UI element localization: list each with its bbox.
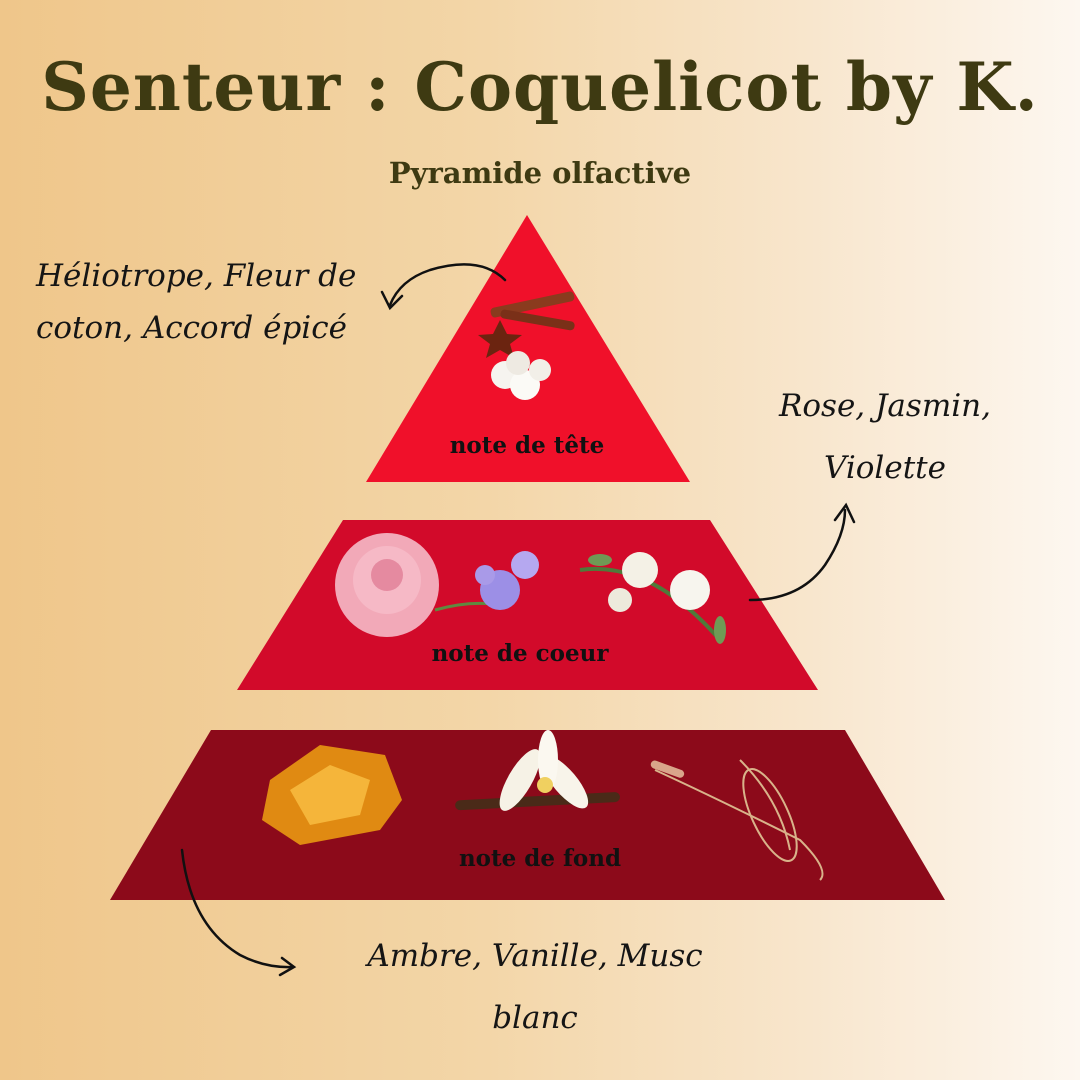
base-notes-line: Ambre, Vanille, Musc xyxy=(367,938,703,974)
page-title: Senteur : Coquelicot by K. xyxy=(41,48,1039,126)
heart-notes-line: Violette xyxy=(824,450,946,486)
arrow-icon xyxy=(748,502,856,602)
spice-cotton-image xyxy=(478,291,575,400)
top-note-label: note de tête xyxy=(449,432,605,459)
flowers-image xyxy=(335,533,726,644)
arrow-icon xyxy=(180,848,297,977)
top-notes-line: coton, Accord épicé xyxy=(36,310,347,346)
heart-notes-list: Rose, Jasmin, Violette xyxy=(760,380,1010,494)
top-note-tier xyxy=(366,215,690,482)
top-notes-line: Héliotrope, Fleur de xyxy=(36,258,357,294)
arrow-icon xyxy=(380,263,507,311)
heart-note-label: note de coeur xyxy=(431,640,609,667)
amber-vanilla-musk-image xyxy=(262,730,824,881)
heart-notes-line: Rose, Jasmin, xyxy=(779,388,991,424)
top-notes-list: Héliotrope, Fleur de coton, Accord épicé xyxy=(36,250,356,354)
base-note-label: note de fond xyxy=(458,845,622,872)
base-notes-line: blanc xyxy=(492,1000,578,1036)
page-subtitle: Pyramide olfactive xyxy=(388,156,692,190)
base-notes-list: Ambre, Vanille, Musc blanc xyxy=(330,925,740,1049)
